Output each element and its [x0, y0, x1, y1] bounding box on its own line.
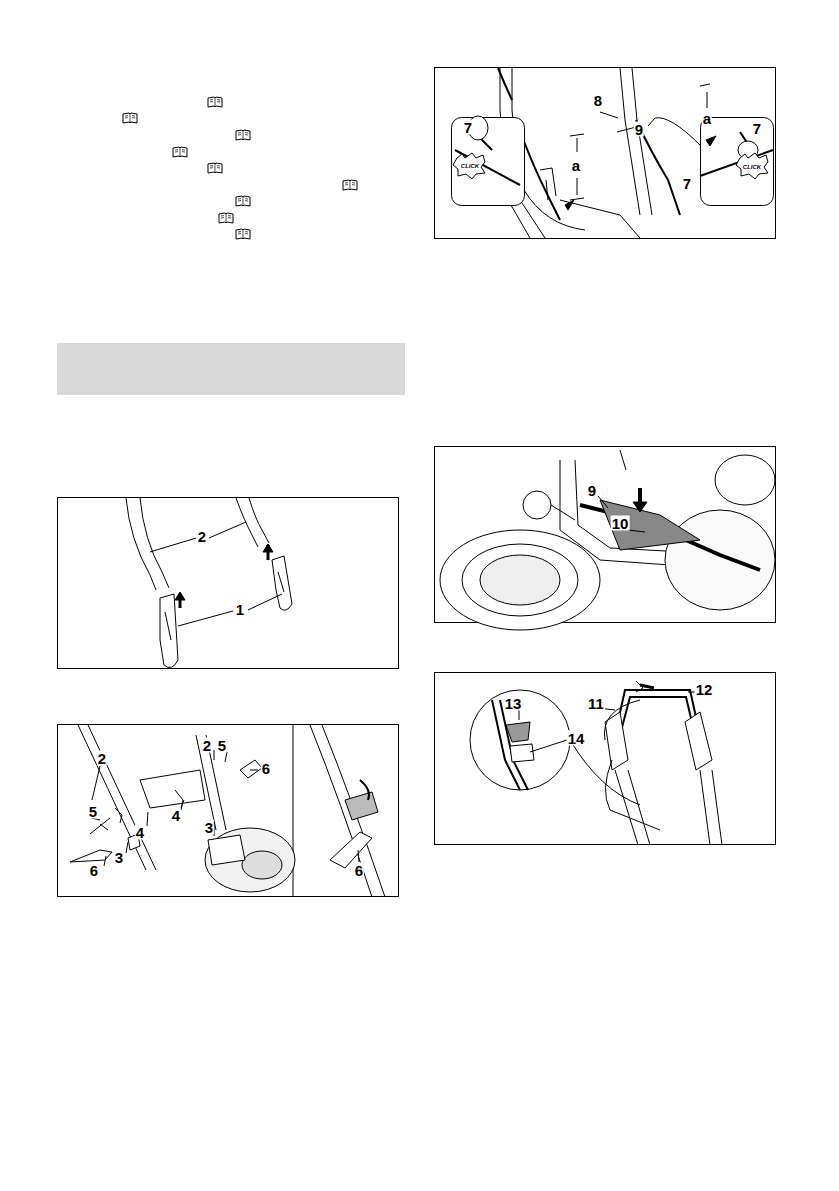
- callout-number: 6: [89, 863, 99, 878]
- heading-bar: [57, 343, 405, 395]
- callout-number: 5: [217, 738, 227, 753]
- click-text: CLICK: [460, 163, 480, 169]
- callout-number: 9: [587, 483, 597, 498]
- callout-number: 11: [587, 696, 605, 711]
- callout-number: 2: [97, 751, 107, 766]
- callout-number: 14: [567, 731, 586, 746]
- callout-number: 6: [354, 863, 364, 878]
- figure-2: [58, 725, 399, 898]
- callout-number: a: [571, 158, 581, 173]
- callout-number: 8: [593, 93, 603, 108]
- callout-number: 5: [88, 804, 98, 819]
- figure-1: [58, 498, 399, 669]
- callout-number: 10: [611, 516, 630, 531]
- click-text: CLICK: [742, 164, 762, 170]
- figure-4: [435, 447, 776, 631]
- figure-3: [435, 68, 776, 239]
- callout-number: 7: [752, 121, 762, 136]
- figure-5: [435, 673, 776, 846]
- callout-number: 13: [504, 696, 523, 711]
- callout-number: a: [702, 111, 712, 126]
- book-icons: [123, 97, 357, 239]
- callout-number: 9: [634, 122, 644, 137]
- callout-number: 1: [235, 602, 245, 617]
- callout-number: 3: [114, 850, 124, 865]
- callout-number: 4: [135, 825, 145, 840]
- callout-number: 3: [204, 820, 214, 835]
- callout-number: 12: [695, 682, 714, 697]
- callout-number: 7: [463, 120, 473, 135]
- callout-number: 2: [197, 529, 207, 544]
- callout-number: 7: [682, 176, 692, 191]
- callout-number: 6: [261, 761, 271, 776]
- callout-number: 2: [202, 738, 212, 753]
- callout-number: 4: [171, 808, 181, 823]
